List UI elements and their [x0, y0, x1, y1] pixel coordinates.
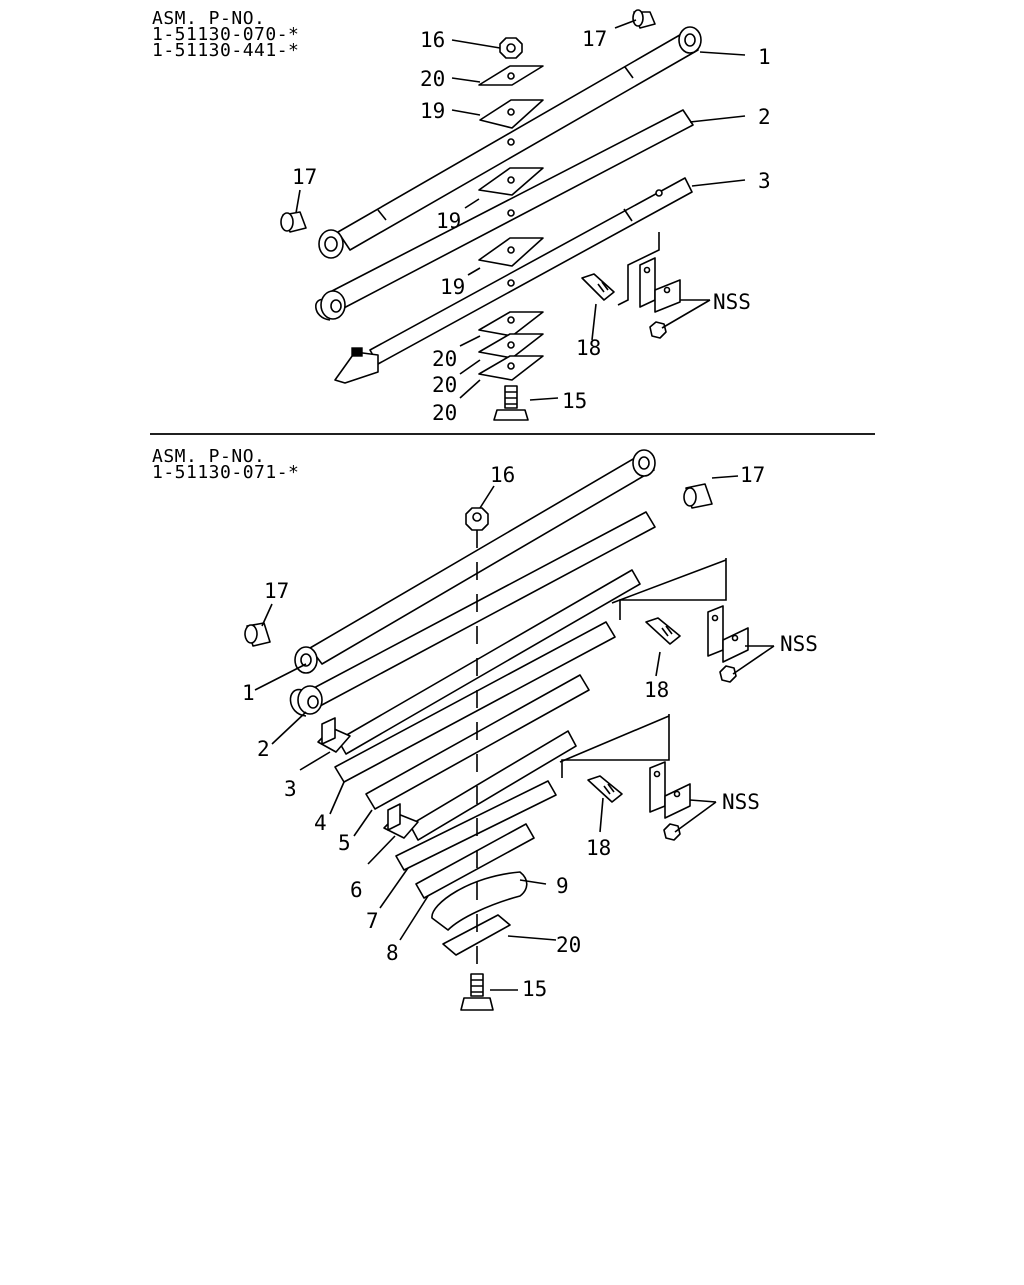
bottom-callout-8: 8	[386, 941, 399, 965]
top-nut-16	[499, 37, 523, 59]
bottom-shim-20	[442, 914, 511, 956]
bottom-nut-16	[465, 507, 489, 531]
bottom-callout-6: 6	[350, 878, 363, 902]
top-asm-part-number-2: 1-51130-441-*	[152, 40, 300, 61]
top-callout-20c: 20	[432, 373, 457, 397]
top-leader-lines	[295, 19, 746, 401]
bottom-leaf-2	[289, 511, 656, 717]
top-bushings-17	[280, 9, 656, 233]
top-pads-and-shims	[478, 65, 544, 381]
top-callout-17a: 17	[582, 27, 607, 51]
top-leaf-3	[334, 177, 693, 384]
bottom-callout-4: 4	[314, 811, 327, 835]
bottom-callout-20: 20	[556, 933, 581, 957]
top-center-holes	[507, 138, 515, 287]
bottom-callout-3: 3	[284, 777, 297, 801]
top-assembly-drawing: 16 17 1 20 19 2 17 3 19 19 NSS 18 20 20 …	[280, 9, 771, 425]
bottom-callout-16: 16	[490, 463, 515, 487]
bottom-callout-9: 9	[556, 874, 569, 898]
bottom-asm-heading: ASM. P-NO.	[152, 446, 266, 467]
top-bolt-15	[493, 385, 529, 421]
bottom-lower-bracket-nss	[559, 714, 691, 841]
bottom-leaf-7	[395, 780, 557, 871]
bottom-callout-17a: 17	[740, 463, 765, 487]
top-callout-16: 16	[420, 28, 445, 52]
top-callout-1: 1	[758, 45, 771, 69]
bottom-callout-2: 2	[257, 737, 270, 761]
top-leaf-1	[318, 26, 702, 259]
top-callout-nss: NSS	[713, 290, 751, 314]
bottom-callout-nss2: NSS	[722, 790, 760, 814]
bottom-leader-lines	[254, 475, 775, 991]
bottom-callout-18a: 18	[644, 678, 669, 702]
bottom-callout-1: 1	[242, 681, 255, 705]
bottom-leaf-3	[317, 569, 641, 755]
top-callout-2: 2	[758, 105, 771, 129]
top-asm-heading: ASM. P-NO.	[152, 8, 266, 29]
bottom-callout-5: 5	[338, 831, 351, 855]
bottom-assembly-drawing: 16 17 17 NSS 1 18 2 3 NSS 4 5 18 6 9 7 2…	[242, 449, 818, 1011]
bottom-callout-15: 15	[522, 977, 547, 1001]
bottom-leaf-4	[334, 621, 616, 783]
bottom-leaf-8	[415, 823, 535, 899]
bottom-bushings-17	[244, 483, 713, 647]
bottom-callout-18b: 18	[586, 836, 611, 860]
top-callout-15: 15	[562, 389, 587, 413]
top-callout-18: 18	[576, 336, 601, 360]
bottom-callouts: 16 17 17 NSS 1 18 2 3 NSS 4 5 18 6 9 7 2…	[242, 463, 818, 1001]
top-callouts: 16 17 1 20 19 2 17 3 19 19 NSS 18 20 20 …	[292, 27, 771, 425]
bottom-leaf-5	[365, 674, 590, 810]
top-callout-20b: 20	[432, 347, 457, 371]
bottom-callout-7: 7	[366, 909, 379, 933]
bottom-upper-bracket-nss	[611, 558, 749, 683]
top-callout-17b: 17	[292, 165, 317, 189]
bottom-asm-part-number-1: 1-51130-071-*	[152, 462, 300, 483]
top-callout-20d: 20	[432, 401, 457, 425]
bottom-pad-9	[431, 871, 528, 931]
bottom-callout-nss1: NSS	[780, 632, 818, 656]
bottom-callout-17b: 17	[264, 579, 289, 603]
bottom-bolt-15	[460, 973, 494, 1011]
top-callout-19a: 19	[420, 99, 445, 123]
top-callout-3: 3	[758, 169, 771, 193]
top-callout-19c: 19	[440, 275, 465, 299]
top-callout-20a: 20	[420, 67, 445, 91]
bottom-leaf-6	[383, 730, 577, 841]
top-callout-19b: 19	[436, 209, 461, 233]
top-bracket-nss	[581, 232, 681, 339]
top-asm-part-number-1: 1-51130-070-*	[152, 24, 300, 45]
